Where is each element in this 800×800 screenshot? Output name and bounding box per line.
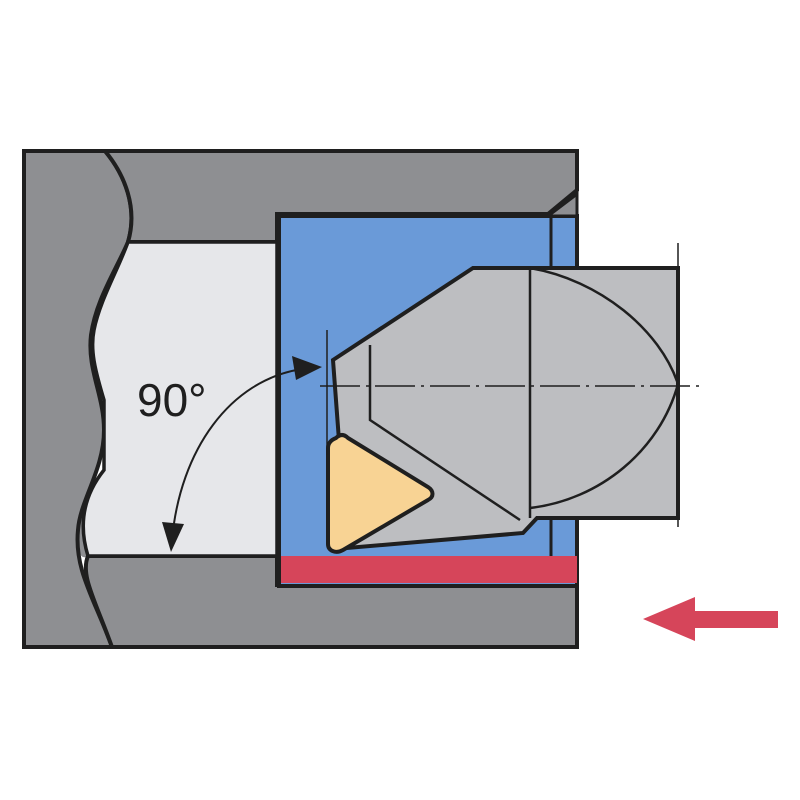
shank-facet: [368, 345, 521, 522]
shank-relief-curve-upper: [529, 266, 680, 385]
tool-shank: [330, 266, 680, 551]
angle-label: 90°: [137, 374, 207, 426]
triangle-insert-icon: [326, 433, 435, 554]
left-arrow-icon: [643, 597, 778, 641]
bore-cavity: [81, 240, 279, 558]
angle-arrowhead-top: [292, 356, 322, 380]
recess-chamfer: [543, 190, 579, 218]
angle-arc: [171, 368, 303, 541]
shank-relief-curve-lower: [529, 383, 680, 510]
angle-arrowhead-bottom: [162, 522, 184, 552]
machined-surface: [281, 556, 577, 583]
